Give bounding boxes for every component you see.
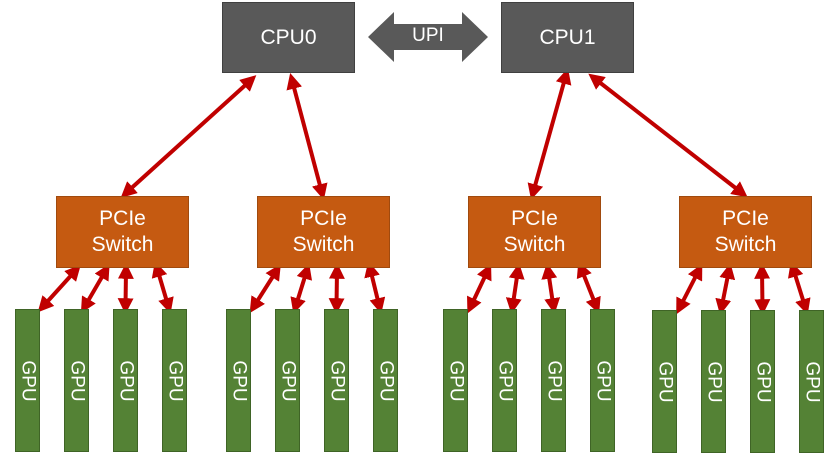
gpu-2: GPU bbox=[113, 309, 138, 452]
switch-2-line1: PCIe bbox=[511, 207, 558, 230]
gpu-7: GPU bbox=[373, 309, 398, 452]
gpu-0: GPU bbox=[15, 309, 40, 452]
gpu-label: GPU bbox=[164, 359, 186, 402]
pcie-switch-3: PCIe Switch bbox=[679, 196, 812, 268]
switch-1-line2: Switch bbox=[292, 233, 355, 256]
gpu-label: GPU bbox=[66, 359, 88, 402]
gpu-label: GPU bbox=[228, 359, 250, 402]
switch-0-line2: Switch bbox=[91, 233, 154, 256]
arrow-switch2-gpu11 bbox=[576, 261, 601, 314]
arrow-switch3-gpu15 bbox=[787, 261, 811, 315]
gpu-10: GPU bbox=[541, 309, 566, 452]
gpu-11: GPU bbox=[590, 309, 615, 452]
switch-2-line2: Switch bbox=[503, 233, 566, 256]
upi-arrow bbox=[368, 12, 488, 62]
arrow-cpu0-switch0 bbox=[120, 75, 257, 198]
gpu-3: GPU bbox=[162, 309, 187, 452]
switch-3-line1: PCIe bbox=[722, 207, 769, 230]
switch-1-line1: PCIe bbox=[300, 207, 347, 230]
arrow-switch0-gpu3 bbox=[151, 261, 174, 314]
gpu-8: GPU bbox=[443, 309, 468, 452]
arrow-switch0-gpu2 bbox=[117, 262, 134, 315]
arrow-switch2-gpu10 bbox=[541, 262, 561, 315]
gpu-15: GPU bbox=[799, 310, 824, 453]
arrow-switch1-gpu6 bbox=[328, 262, 345, 315]
gpu-5: GPU bbox=[275, 309, 300, 452]
pcie-switch-0: PCIe Switch bbox=[56, 196, 189, 268]
arrow-switch1-gpu4 bbox=[249, 263, 281, 314]
arrow-switch2-gpu8 bbox=[467, 263, 492, 314]
gpu-label: GPU bbox=[543, 359, 565, 402]
gpu-label: GPU bbox=[115, 359, 137, 402]
gpu-6: GPU bbox=[324, 309, 349, 452]
gpu-12: GPU bbox=[652, 310, 677, 453]
gpu-label: GPU bbox=[445, 359, 467, 402]
upi-label: UPI bbox=[412, 25, 444, 46]
gpu-label: GPU bbox=[277, 359, 299, 402]
gpu-9: GPU bbox=[492, 309, 517, 452]
gpu-label: GPU bbox=[752, 360, 774, 403]
gpu-label: GPU bbox=[801, 360, 823, 403]
gpu-label: GPU bbox=[375, 359, 397, 402]
pcie-switch-2: PCIe Switch bbox=[468, 196, 601, 268]
gpu-14: GPU bbox=[750, 310, 775, 453]
cpu1-label: CPU1 bbox=[539, 25, 596, 49]
gpu-13: GPU bbox=[701, 310, 726, 453]
gpu-label: GPU bbox=[703, 360, 725, 403]
arrow-switch0-gpu1 bbox=[80, 263, 110, 314]
cpu1-box: CPU1 bbox=[501, 2, 634, 73]
arrow-cpu1-switch3 bbox=[588, 73, 748, 198]
arrow-switch3-gpu14 bbox=[754, 262, 771, 316]
arrow-switch2-gpu9 bbox=[505, 262, 525, 315]
switch-0-line1: PCIe bbox=[99, 207, 146, 230]
arrow-switch0-gpu0 bbox=[37, 264, 81, 313]
gpu-label: GPU bbox=[326, 359, 348, 402]
cpu0-box: CPU0 bbox=[222, 2, 355, 73]
gpu-label: GPU bbox=[494, 359, 516, 402]
arrow-switch3-gpu12 bbox=[676, 263, 703, 315]
arrow-cpu0-switch1 bbox=[286, 73, 328, 200]
gpu-label: GPU bbox=[592, 359, 614, 402]
gpu-label: GPU bbox=[654, 360, 676, 403]
arrow-switch1-gpu5 bbox=[290, 263, 313, 314]
gpu-label: GPU bbox=[17, 359, 39, 402]
gpu-1: GPU bbox=[64, 309, 89, 452]
cpu0-label: CPU0 bbox=[260, 25, 317, 49]
gpu-4: GPU bbox=[226, 309, 251, 452]
arrow-switch3-gpu13 bbox=[715, 262, 736, 316]
arrow-cpu1-switch2 bbox=[527, 68, 572, 200]
pcie-switch-1: PCIe Switch bbox=[257, 196, 390, 268]
arrow-switch1-gpu7 bbox=[364, 261, 386, 314]
switch-3-line2: Switch bbox=[714, 233, 777, 256]
